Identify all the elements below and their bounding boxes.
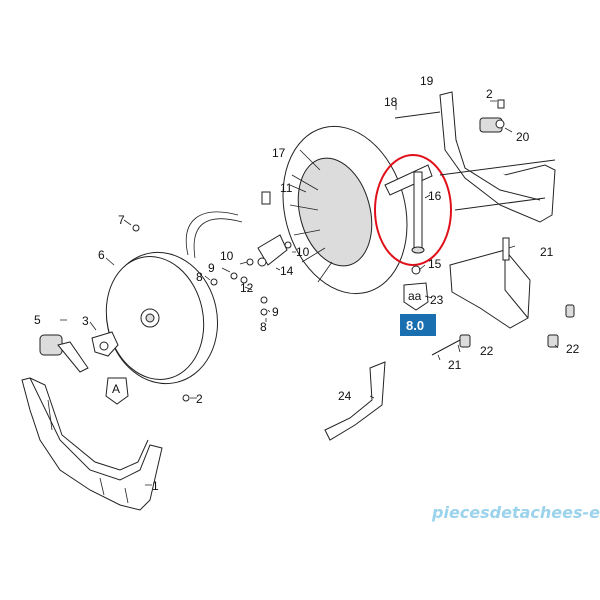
label-19: 19	[420, 74, 434, 88]
part-9-washer-a	[230, 272, 238, 280]
part-21-pin-bottom	[431, 339, 461, 356]
label-2b: 2	[486, 87, 493, 101]
label-21a: 21	[540, 245, 554, 259]
label-24: 24	[338, 389, 352, 403]
highlight-circle	[374, 154, 452, 266]
badge-label: 8.0	[406, 318, 424, 333]
section-badge: 8.0	[400, 314, 436, 336]
part-18-rod	[394, 111, 441, 119]
part-7-screw	[132, 224, 140, 232]
part-8-screw-a	[210, 278, 218, 286]
label-16: 16	[428, 189, 442, 203]
part-14-connector	[257, 234, 288, 267]
label-9b: 9	[272, 305, 279, 319]
part-23-bracket	[449, 249, 531, 329]
part-22-bushing-1	[459, 334, 471, 348]
label-20: 20	[516, 130, 530, 144]
part-1-frame	[21, 377, 163, 511]
label-23: 23	[430, 293, 444, 307]
part-10-screw-a	[246, 258, 254, 266]
label-8b: 8	[260, 320, 267, 334]
label-17: 17	[272, 146, 286, 160]
part-22-bushing-3	[565, 304, 575, 318]
part-21-pin-top	[502, 237, 510, 261]
part-20-valve	[479, 117, 505, 133]
label-22a: 22	[480, 344, 494, 358]
part-17-drum	[282, 125, 408, 295]
part-2-screw-bottom	[182, 394, 190, 402]
label-2a: 2	[196, 392, 203, 406]
part-5-crank	[39, 334, 89, 373]
label-18: 18	[384, 95, 398, 109]
label-11: 11	[280, 181, 293, 195]
label-15: 15	[428, 257, 442, 271]
label-21b: 21	[448, 358, 462, 372]
label-7: 7	[118, 213, 125, 227]
rod-upper	[439, 159, 556, 176]
label-9a: 9	[208, 261, 215, 275]
label-12: 12	[240, 281, 254, 295]
callout-aa-label: aa	[408, 289, 422, 303]
label-3: 3	[82, 314, 89, 328]
part-2-screw-top	[497, 99, 505, 109]
callout-a: A	[105, 377, 129, 405]
watermark: piecesdetachees-elec.com	[431, 503, 600, 522]
part-10-screw-b	[284, 241, 292, 249]
label-10b: 10	[296, 245, 310, 259]
part-12-nut	[240, 276, 248, 284]
part-19-frame	[439, 91, 556, 223]
part-9-washer-b	[260, 296, 268, 304]
part-24-guide	[324, 361, 386, 441]
part-6-disc	[105, 251, 219, 385]
label-8a: 8	[196, 270, 203, 284]
callout-aa: aa	[403, 282, 429, 311]
part-15-washer	[411, 265, 421, 275]
part-8-screw-b	[260, 308, 268, 316]
part-3-bracket	[91, 331, 119, 357]
callout-a-label: A	[112, 382, 120, 396]
part-16-axle	[384, 164, 433, 254]
label-1: 1	[152, 479, 159, 493]
label-5: 5	[34, 313, 41, 327]
label-14: 14	[280, 264, 294, 278]
part-11-clip	[261, 191, 271, 205]
label-6: 6	[98, 248, 105, 262]
part-11-hose	[185, 211, 243, 259]
part-22-bushing-2	[547, 334, 559, 348]
label-10a: 10	[220, 249, 234, 263]
rod-lower	[454, 197, 546, 211]
label-22b: 22	[566, 342, 580, 356]
